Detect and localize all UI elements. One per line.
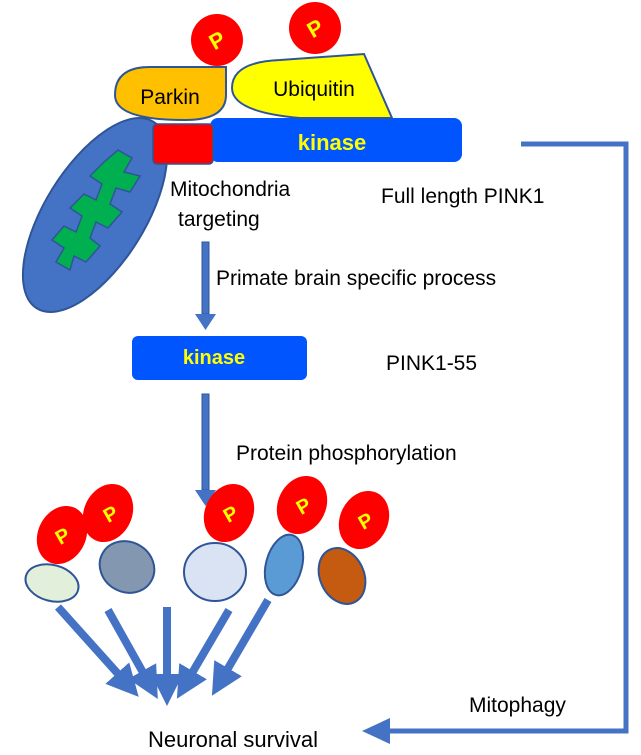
mitochondria-cristae [50, 149, 142, 272]
substrate-protein-2 [98, 540, 156, 594]
substrate-phospho-3: P [203, 483, 255, 543]
substrate-phospho-5: P [338, 490, 390, 550]
ubiquitin-shape [230, 52, 394, 119]
pink1-55-label: PINK1-55 [386, 352, 477, 375]
substrate-phospho-2: P [82, 483, 134, 543]
full-length-kinase-label: kinase [298, 130, 367, 155]
mitochondria-targeting-domain [152, 123, 214, 165]
substrate-phospho-4: P [276, 475, 328, 535]
mitophagy-loop-arrow [362, 141, 629, 744]
ubiquitin-label: Ubiquitin [273, 78, 355, 101]
neuronal-survival-label: Neuronal survival [148, 727, 318, 752]
parkin-shape [113, 66, 227, 122]
substrate-proteins [24, 533, 367, 605]
primate-brain-process-label: Primate brain specific process [216, 267, 496, 290]
parkin-label: Parkin [140, 86, 200, 109]
full-length-kinase-domain [210, 118, 462, 162]
mitochondrion [21, 117, 169, 313]
full-length-pink1-label: Full length PINK1 [381, 185, 544, 208]
ubiquitin-phospho-group: P [289, 2, 341, 54]
mitophagy-label: Mitophagy [469, 694, 566, 717]
pink1-55-kinase-label: kinase [183, 347, 245, 369]
substrate-protein-4 [263, 533, 305, 597]
substrate-phospho-groups: P P P P P [36, 475, 390, 565]
substrate-phospho-1: P [36, 505, 88, 565]
substrate-protein-3 [183, 542, 247, 602]
mitochondria-targeting-label-line2: targeting [178, 208, 260, 231]
arrow-substrate-2 [104, 608, 158, 699]
substrate-protein-1 [24, 563, 80, 603]
pink1-55-kinase-domain [132, 336, 307, 380]
arrow-substrate-1 [55, 604, 139, 697]
arrow-to-pink1-55 [195, 241, 216, 330]
arrow-to-substrates [195, 393, 216, 506]
arrow-substrate-4 [176, 607, 233, 699]
protein-phosphorylation-label: Protein phosphorylation [236, 442, 457, 465]
mitochondria-targeting-label-line1: Mitochondria [170, 178, 291, 201]
parkin-phospho-group: P [191, 14, 243, 66]
arrow-substrate-5 [211, 597, 272, 696]
converging-arrows [55, 597, 272, 706]
substrate-protein-5 [317, 547, 367, 605]
